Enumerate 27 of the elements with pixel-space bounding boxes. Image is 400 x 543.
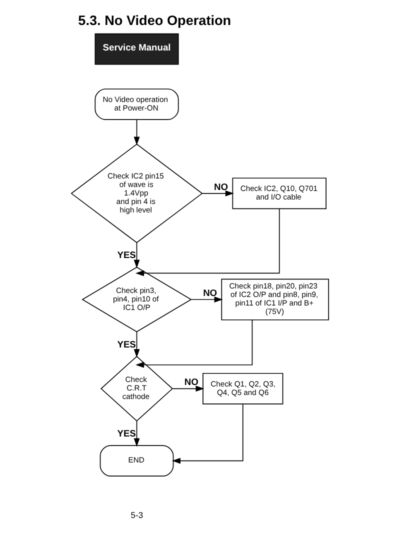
- node-box: Check Q1, Q2, Q3, Q4, Q5 and Q6: [202, 372, 284, 404]
- node-box: END: [100, 445, 174, 476]
- arrow: [135, 319, 253, 368]
- label: 5-3: [130, 510, 144, 520]
- edge-label: NO: [203, 288, 218, 298]
- label: Service Manual: [102, 42, 171, 53]
- arrow: [134, 332, 140, 358]
- node-box: No Video operation at Power-ON: [94, 88, 179, 120]
- arrow: [172, 404, 244, 464]
- arrow: [172, 386, 204, 392]
- edge-label: YES: [117, 339, 136, 350]
- arrow: [134, 242, 140, 268]
- arrow: [191, 296, 223, 302]
- node-box: Check IC2, Q10, Q701 and I/O cable: [232, 178, 326, 210]
- node-diamond: Check C.R.T cathode: [100, 356, 174, 422]
- node-box: Check pin18, pin20, pin23 of IC2 O/P and pin8, pin9, pin11 of IC1 I/P and B+ (75V): [221, 278, 330, 320]
- edge-label: YES: [117, 250, 136, 260]
- diagram-title: 5.3. No Video Operation: [78, 13, 232, 28]
- arrow: [202, 190, 234, 196]
- edge-label: NO: [184, 377, 198, 388]
- edge-label: YES: [117, 428, 136, 438]
- node-diamond: Check IC2 pin15 of wave is 1.4Vpp and pin 4 is high level: [70, 144, 203, 244]
- arrow: [134, 420, 140, 447]
- node-diamond: Check pin3, pin4, pin10 of IC1 O/P: [82, 266, 192, 332]
- arrow: [135, 208, 280, 276]
- arrow: [134, 119, 140, 146]
- edge-label: NO: [214, 182, 228, 192]
